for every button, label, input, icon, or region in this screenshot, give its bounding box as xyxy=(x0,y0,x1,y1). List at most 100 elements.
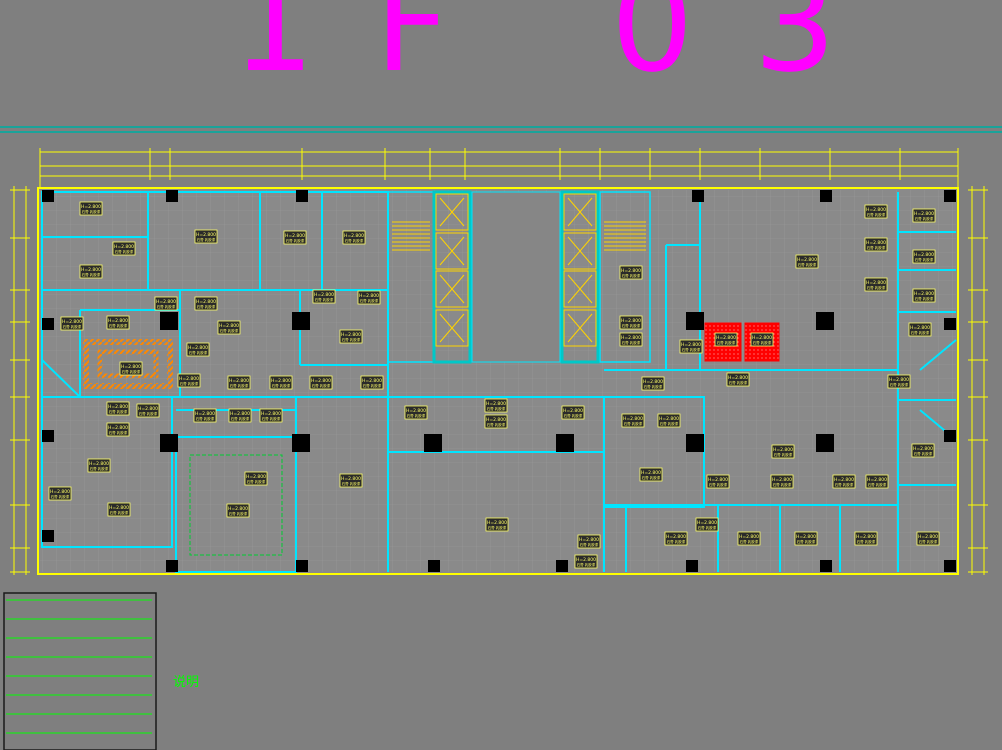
room-tag-material: 石膏 乳胶漆 xyxy=(51,494,70,499)
elevator-car xyxy=(435,193,469,231)
room-tag-material: 石膏 乳胶漆 xyxy=(911,330,930,335)
elevator-cross xyxy=(439,236,465,266)
elevator-car xyxy=(563,270,597,308)
room-tag-material: 石膏 乳胶漆 xyxy=(360,298,379,303)
column xyxy=(166,190,178,202)
room-tag-material: 石膏 乳胶漆 xyxy=(220,328,239,333)
room-tag-material: 石膏 乳胶漆 xyxy=(286,238,305,243)
room-tag-material: 石膏 乳胶漆 xyxy=(312,383,331,388)
room-tag-height: H=2.800 xyxy=(121,364,141,370)
room-tag-height: H=2.800 xyxy=(728,375,748,381)
room-tag-material: 石膏 乳胶漆 xyxy=(622,340,641,345)
legend-table xyxy=(3,592,157,750)
elevator-cross xyxy=(567,197,593,227)
room-tag-height: H=2.800 xyxy=(914,291,934,297)
elevator-car xyxy=(435,309,469,347)
column xyxy=(42,190,54,202)
elevator-cross xyxy=(439,274,465,304)
column xyxy=(556,434,574,452)
room-tag-material: 石膏 乳胶漆 xyxy=(109,430,128,435)
room-tag-material: 石膏 乳胶漆 xyxy=(914,451,933,456)
room-tag-material: 石膏 乳胶漆 xyxy=(729,380,748,385)
room-tag-height: H=2.800 xyxy=(341,332,361,338)
room-tag-height: H=2.800 xyxy=(314,292,334,298)
room-tag-height: H=2.800 xyxy=(108,318,128,324)
room-tag-material: 石膏 乳胶漆 xyxy=(644,384,663,389)
room-tag-height: H=2.800 xyxy=(114,244,134,250)
room-tag-height: H=2.800 xyxy=(228,506,248,512)
room-tag-material: 石膏 乳胶漆 xyxy=(196,416,215,421)
room-tag-material: 石膏 乳胶漆 xyxy=(915,216,934,221)
dimension-lines xyxy=(13,148,985,575)
room-tag-height: H=2.800 xyxy=(716,335,736,341)
room-tag-height: H=2.800 xyxy=(834,477,854,483)
room-tag-material: 石膏 乳胶漆 xyxy=(82,209,101,214)
room-tag-material: 石膏 乳胶漆 xyxy=(407,413,426,418)
room-tag-material: 石膏 乳胶漆 xyxy=(660,421,679,426)
room-tag-material: 石膏 乳胶漆 xyxy=(229,511,248,516)
room-tag-material: 石膏 乳胶漆 xyxy=(753,340,772,345)
room-tag-material: 石膏 乳胶漆 xyxy=(577,562,596,567)
room-tag-material: 石膏 乳胶漆 xyxy=(189,350,208,355)
room-tag-material: 石膏 乳胶漆 xyxy=(642,475,661,480)
room-tag-height: H=2.800 xyxy=(773,447,793,453)
elevator-cross xyxy=(439,197,465,227)
room-tag-height: H=2.800 xyxy=(643,379,663,385)
room-tag-material: 石膏 乳胶漆 xyxy=(197,304,216,309)
room-tag-material: 石膏 乳胶漆 xyxy=(115,249,134,254)
room-tag-height: H=2.800 xyxy=(796,534,816,540)
room-tag-material: 石膏 乳胶漆 xyxy=(709,482,728,487)
room-tag-material: 石膏 乳胶漆 xyxy=(345,238,364,243)
room-tag-height: H=2.800 xyxy=(889,377,909,383)
room-tag-height: H=2.800 xyxy=(344,233,364,239)
room-tag-height: H=2.800 xyxy=(866,207,886,213)
room-tag-material: 石膏 乳胶漆 xyxy=(867,212,886,217)
dimension-ticks xyxy=(10,148,988,573)
column xyxy=(944,560,956,572)
room-tag-material: 石膏 乳胶漆 xyxy=(82,272,101,277)
room-tag-material: 石膏 乳胶漆 xyxy=(180,381,199,386)
room-tag-material: 石膏 乳胶漆 xyxy=(622,323,641,328)
room-tag-height: H=2.800 xyxy=(195,411,215,417)
room-tag-height: H=2.800 xyxy=(621,318,641,324)
room-tag-height: H=2.800 xyxy=(659,416,679,422)
room-tag-material: 石膏 乳胶漆 xyxy=(63,324,82,329)
column xyxy=(944,430,956,442)
room-tag-height: H=2.800 xyxy=(666,534,686,540)
elevator-car xyxy=(435,270,469,308)
room-tag-height: H=2.800 xyxy=(229,378,249,384)
room-tag-height: H=2.800 xyxy=(918,534,938,540)
room-tag-material: 石膏 乳胶漆 xyxy=(867,245,886,250)
room-tag-material: 石膏 乳胶漆 xyxy=(197,237,216,242)
elevator-cross xyxy=(439,313,465,343)
room-tag-height: H=2.800 xyxy=(563,408,583,414)
room-tag-height: H=2.800 xyxy=(81,204,101,210)
green-zone xyxy=(189,454,283,556)
